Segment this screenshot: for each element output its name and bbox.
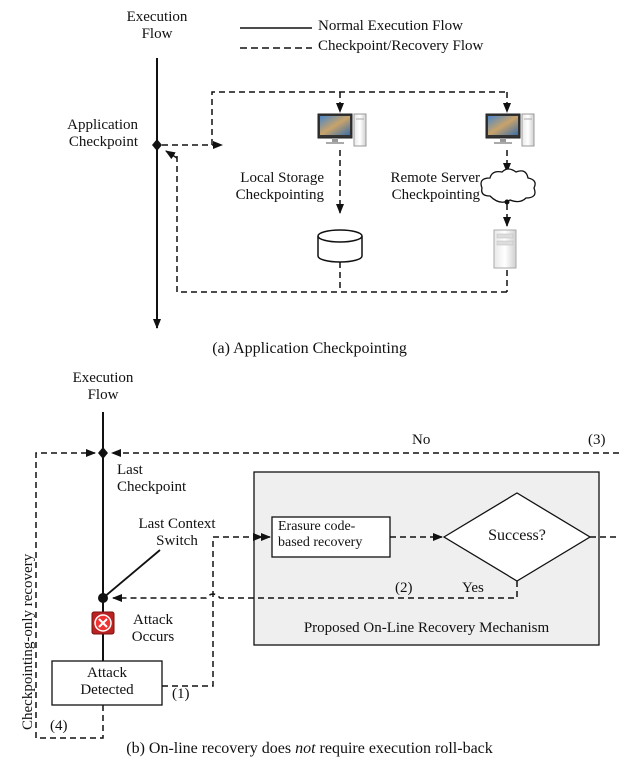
b-attack-occurs-label: Attack Occurs — [120, 612, 186, 647]
a-local-storage-label: Local Storage Checkpointing — [210, 170, 324, 205]
b-last-checkpoint-diamond — [98, 447, 108, 459]
a-return-arrow — [165, 150, 178, 160]
a-dash-up-loop — [211, 91, 507, 145]
b-attack-detected-text-2: Detected — [80, 682, 134, 699]
b-dash-checkpoint-only-loop — [35, 449, 104, 739]
b-erasure-box — [271, 516, 391, 558]
a-remote-computer-icon — [485, 113, 535, 147]
b-caption-after: require execution roll-back — [315, 740, 493, 757]
legend-normal-label: Normal Execution Flow — [318, 18, 463, 34]
b-execution-text: Execution — [72, 370, 134, 386]
b-erasure-text-1: Erasure code- — [278, 519, 356, 534]
a-local-storage-text: Local Storage — [240, 170, 324, 186]
b-switch-text: Switch — [156, 533, 198, 550]
b-last-context-text: Last Context — [138, 516, 216, 532]
a-dash-return-path — [176, 155, 507, 293]
a-server-tower-icon — [493, 229, 517, 269]
b-checkpoint-text: Checkpoint — [117, 479, 187, 496]
b-attack-detected-label: Attack Detected — [52, 665, 162, 700]
a-remote-checkpointing-text: Checkpointing — [391, 187, 480, 204]
b-dash-path-2 — [112, 581, 518, 602]
a-execution-text: Execution — [126, 9, 188, 25]
b-caption: (b) On-line recovery does not require ex… — [0, 740, 619, 758]
legend-checkpoint-label: Checkpoint/Recovery Flow — [318, 38, 484, 54]
b-attack-text: Attack — [133, 612, 173, 628]
b-success-label: Success? — [488, 527, 546, 544]
b-attack-detected-box — [51, 660, 163, 706]
b-path-3-label: (3) — [588, 432, 606, 448]
a-checkpoint-text: Checkpoint — [68, 134, 138, 151]
a-local-checkpointing-text: Checkpointing — [235, 187, 324, 204]
a-cloud-icon — [480, 168, 536, 203]
b-erasure-label: Erasure code- based recovery — [278, 519, 362, 551]
b-attack-detected-text-1: Attack — [87, 665, 127, 681]
b-yes-label: Yes — [462, 580, 484, 596]
a-caption: (a) Application Checkpointing — [212, 340, 407, 357]
b-checkpointing-only-label: Checkpointing-only recovery — [20, 553, 36, 730]
b-dash-path-1 — [162, 533, 263, 687]
b-flow-text: Flow — [87, 387, 119, 404]
a-application-checkpoint-label: Application Checkpoint — [30, 117, 138, 152]
b-proposed-label: Proposed On-Line Recovery Mechanism — [303, 620, 550, 636]
a-storage-cylinder-icon — [317, 229, 363, 263]
b-caption-em: not — [295, 740, 316, 757]
a-execution-flow-label: Execution Flow — [111, 9, 203, 44]
b-last-text: Last — [117, 462, 143, 478]
a-flow-text: Flow — [141, 26, 173, 43]
a-checkpoint-diamond — [152, 139, 162, 151]
a-cloud-dot — [504, 199, 510, 205]
b-path-4-label: (4) — [50, 718, 68, 734]
b-context-switch-pointer — [102, 549, 161, 599]
b-occurs-text: Occurs — [131, 629, 175, 646]
a-remote-server-text: Remote Server — [390, 170, 480, 186]
b-path-2-label: (2) — [395, 580, 413, 596]
b-path-1-label: (1) — [172, 686, 190, 702]
a-local-computer-icon — [317, 113, 367, 147]
b-erasure-text-2: based recovery — [278, 535, 363, 551]
b-no-label: No — [412, 432, 431, 448]
b-caption-before: (b) On-line recovery does — [126, 740, 296, 757]
b-execution-flow-label: Execution Flow — [57, 370, 149, 405]
a-remote-server-label: Remote Server Checkpointing — [370, 170, 480, 205]
b-attack-icon — [91, 611, 115, 635]
b-last-context-switch-label: Last Context Switch — [124, 516, 230, 551]
a-application-text: Application — [67, 117, 138, 133]
b-last-checkpoint-label: Last Checkpoint — [117, 462, 186, 497]
